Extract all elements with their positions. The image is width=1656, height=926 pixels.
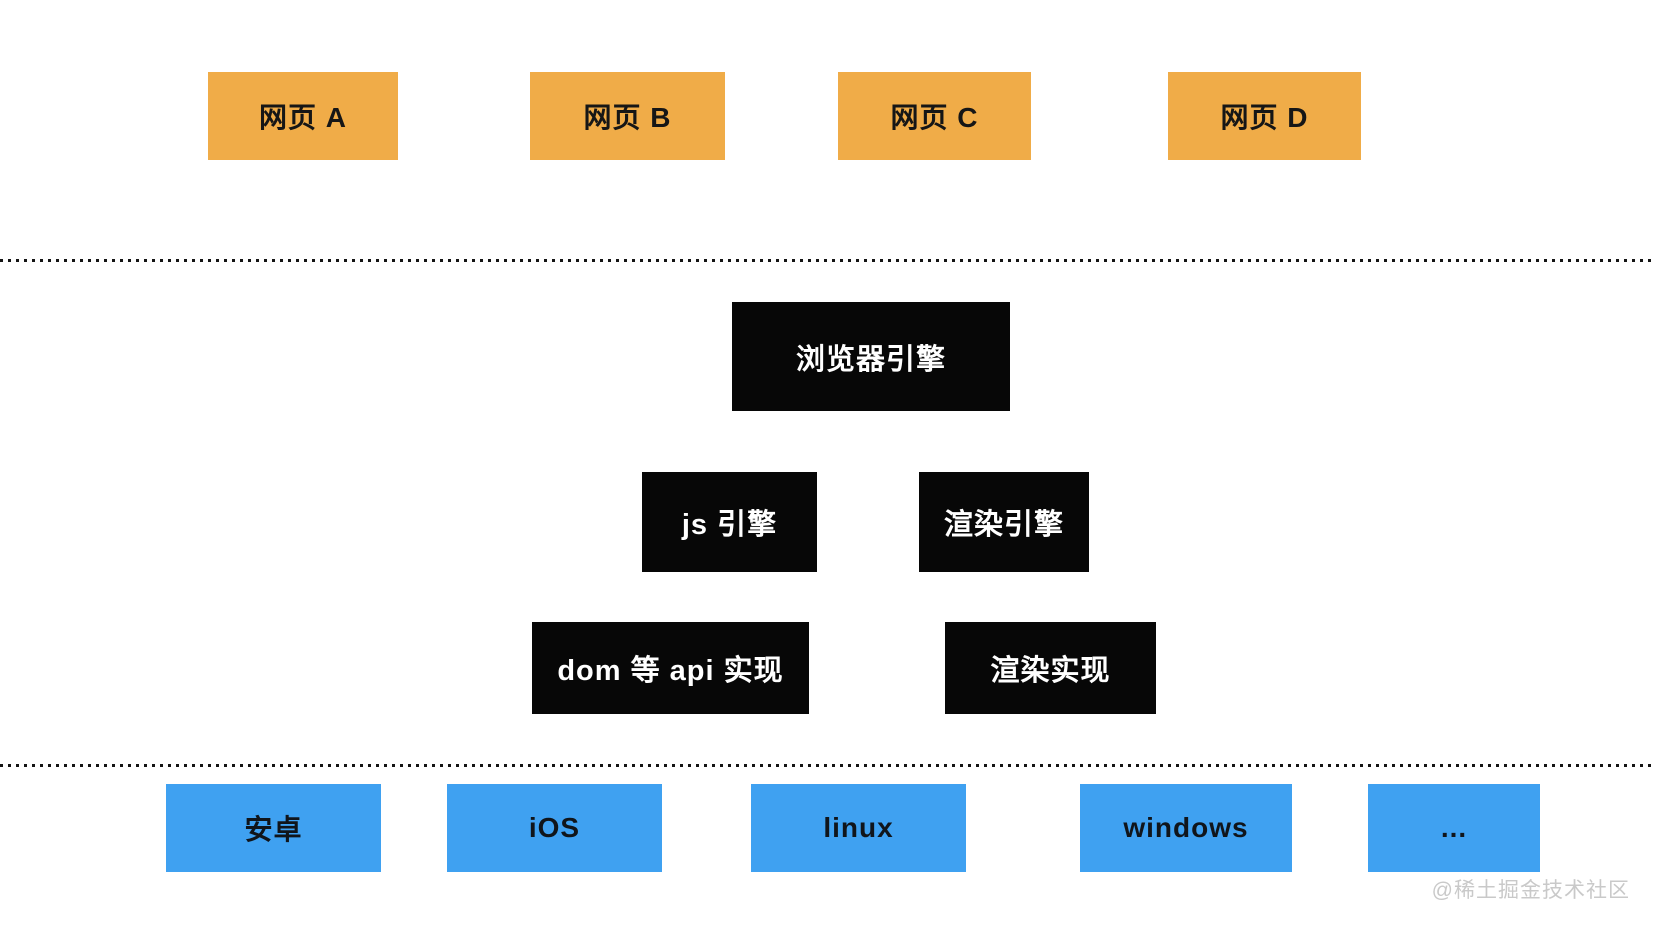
render-engine-box: 渲染引擎 (919, 472, 1089, 572)
render-impl-box: 渲染实现 (945, 622, 1156, 714)
webpage-a-box: 网页 A (208, 72, 398, 160)
webpage-b-box: 网页 B (530, 72, 725, 160)
js-engine-box: js 引擎 (642, 472, 817, 572)
platform-windows-box: windows (1080, 784, 1292, 872)
platform-linux-box: linux (751, 784, 966, 872)
dom-api-impl-box: dom 等 api 实现 (532, 622, 809, 714)
webpage-d-box: 网页 D (1168, 72, 1361, 160)
lower-dotted-divider (0, 764, 1656, 767)
juejin-watermark: @稀土掘金技术社区 (1431, 879, 1630, 902)
platform-more-box: ... (1368, 784, 1540, 872)
webpage-c-box: 网页 C (838, 72, 1031, 160)
upper-dotted-divider (0, 259, 1656, 262)
platform-ios-box: iOS (447, 784, 662, 872)
browser-engine-box: 浏览器引擎 (732, 302, 1010, 411)
platform-android-box: 安卓 (166, 784, 381, 872)
